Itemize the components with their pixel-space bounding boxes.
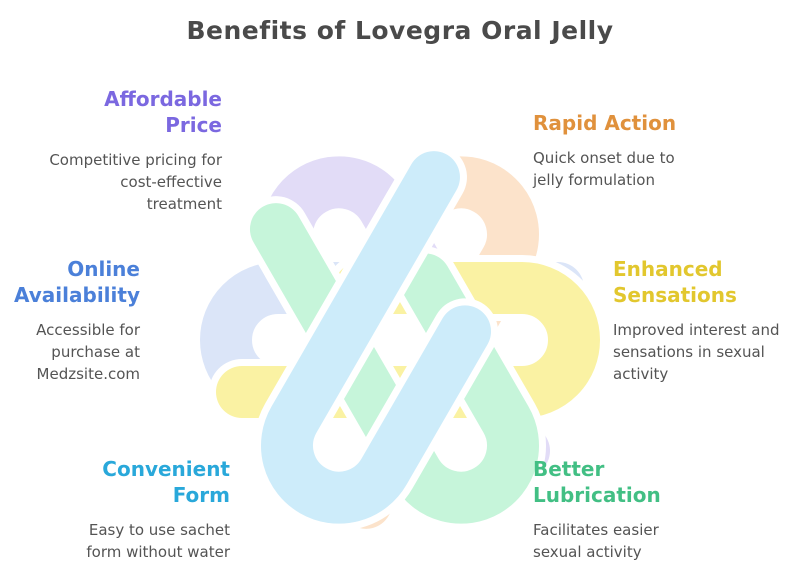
benefit-better-lubrication: Better Lubrication Facilitates easier se… [533,456,763,564]
benefit-title-enhanced-sensations: Enhanced Sensations [613,257,737,307]
benefit-online-availability: Online Availability Accessible for purch… [0,256,140,385]
knot-petals [193,144,607,536]
benefit-description-online-availability: Accessible for purchase at Medzsite.com [36,321,140,383]
benefit-convenient-form: Convenient Form Easy to use sachet form … [28,456,230,564]
benefit-title-affordable-price: Affordable Price [104,87,222,137]
benefit-affordable-price: Affordable Price Competitive pricing for… [20,86,222,215]
benefit-enhanced-sensations: Enhanced Sensations Improved interest an… [613,256,793,385]
knot-petal-convenient-form [261,151,492,524]
knot-petal-better-lubrication [249,203,539,524]
benefit-description-affordable-price: Competitive pricing for cost-effective t… [49,151,222,213]
benefit-title-convenient-form: Convenient Form [102,457,230,507]
benefit-description-better-lubrication: Facilitates easier sexual activity [533,521,659,561]
benefit-title-better-lubrication: Better Lubrication [533,457,661,507]
benefit-description-convenient-form: Easy to use sachet form without water [86,521,230,561]
knot-petal-enhanced-sensations [216,262,600,418]
benefit-rapid-action: Rapid Action Quick onset due to jelly fo… [533,110,768,192]
benefit-description-enhanced-sensations: Improved interest and sensations in sexu… [613,321,780,383]
page-title: Benefits of Lovegra Oral Jelly [186,16,614,45]
knot-diagram [193,144,607,536]
benefit-title-online-availability: Online Availability [14,257,140,307]
benefit-title-rapid-action: Rapid Action [533,111,677,135]
benefit-description-rapid-action: Quick onset due to jelly formulation [533,149,675,189]
